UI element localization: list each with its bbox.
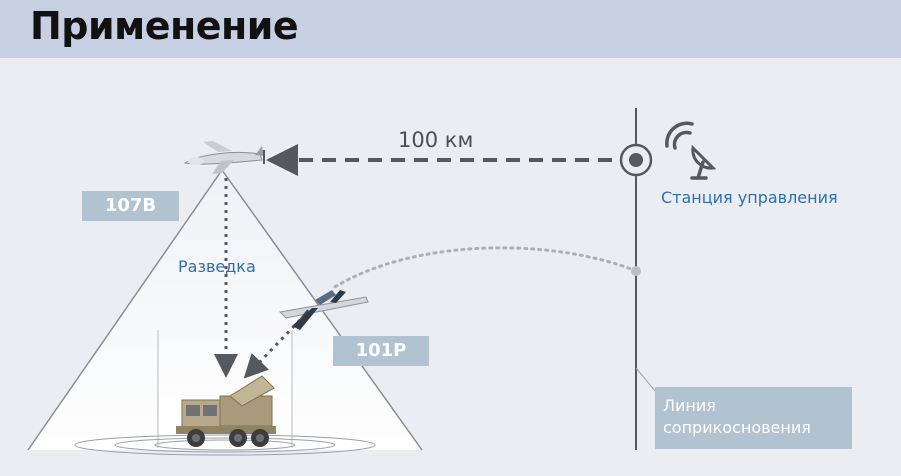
strike-drone-icon — [278, 290, 369, 330]
page-title: Применение — [30, 4, 299, 48]
ground-target-rings — [74, 434, 376, 456]
recon-drone-icon — [183, 141, 265, 174]
strike-drone-tag: 101Р — [333, 336, 429, 366]
distance-label: 100 км — [398, 128, 474, 152]
recon-label: Разведка — [178, 257, 256, 276]
recon-drone-tag: 107В — [82, 191, 179, 221]
control-station-label: Станция управления — [661, 188, 838, 207]
strike-drone-trajectory — [331, 246, 638, 290]
contact-line-label-line2: соприкосновения — [663, 418, 811, 437]
control-station-marker-icon — [619, 143, 653, 177]
trajectory-origin-point — [631, 266, 641, 276]
header-bar: Применение — [0, 0, 901, 58]
contact-line-callout — [635, 367, 657, 393]
rocket-launcher-truck-icon — [176, 375, 276, 447]
contact-line-label-box: Линия соприкосновения — [655, 387, 852, 449]
strike-arrow — [243, 318, 302, 379]
satellite-dish-icon — [665, 121, 717, 180]
contact-line-label-line1: Линия — [663, 396, 716, 415]
